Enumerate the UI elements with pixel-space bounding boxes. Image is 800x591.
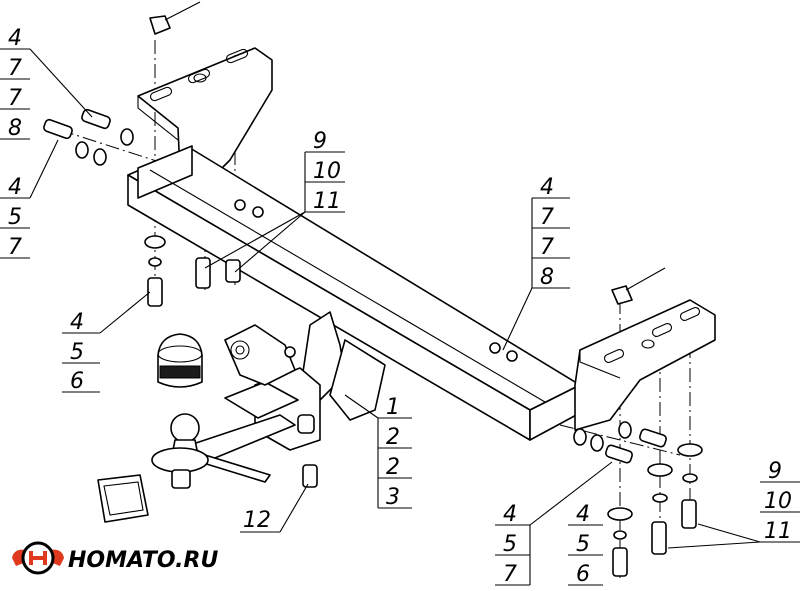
right-wire-clip <box>611 285 633 305</box>
callout-bottom-mid-1: 4 <box>503 502 517 527</box>
receiver-plug <box>97 474 149 523</box>
socket-cover <box>157 333 203 388</box>
callout-left-mid-2: 5 <box>8 205 22 230</box>
callout-left-mid: 4 5 7 <box>0 139 59 260</box>
brand-logo-icon <box>12 541 64 575</box>
right-fasteners <box>302 421 703 577</box>
brand-logo-text: HOMATO.RU <box>68 548 218 573</box>
callout-bottom-right-small-3: 6 <box>576 562 590 587</box>
callout-left-low-2: 5 <box>70 340 84 365</box>
callout-left-top-1: 4 <box>8 26 22 51</box>
callout-center-right: 4 7 7 8 <box>502 175 570 351</box>
left-fasteners <box>43 108 518 362</box>
callout-center-top-3: 11 <box>313 189 341 214</box>
callout-center-right-3: 7 <box>540 235 554 260</box>
callout-left-low-3: 6 <box>70 369 84 394</box>
callout-bottom-right-2: 10 <box>764 489 792 514</box>
callout-center-low-3: 2 <box>386 455 400 480</box>
callout-bottom-right-small-1: 4 <box>576 502 590 527</box>
callout-left-low-1: 4 <box>70 310 84 335</box>
callout-center-top: 9 10 11 <box>204 129 345 273</box>
callout-bottom-right-3: 11 <box>764 519 792 544</box>
callout-bottom-right-small-2: 5 <box>576 532 590 557</box>
callout-bottom-mid-3: 7 <box>503 562 517 587</box>
callout-left-mid-3: 7 <box>8 235 22 260</box>
left-wire-clip <box>149 15 171 35</box>
callout-center-right-2: 7 <box>540 205 554 230</box>
callout-center-top-2: 10 <box>313 159 341 184</box>
callout-left-top-3: 7 <box>8 86 22 111</box>
callout-left-top: 4 7 7 8 <box>0 26 93 141</box>
callout-bottom-right-1: 9 <box>768 459 782 484</box>
callout-center-low: 1 2 2 3 <box>344 394 412 510</box>
callout-left-low: 4 5 6 <box>62 291 151 394</box>
callout-center-low-2: 2 <box>386 425 400 450</box>
callout-center-low-1: 1 <box>386 395 400 420</box>
callout-center-right-1: 4 <box>540 175 554 200</box>
callout-bottom-mid: 4 5 7 <box>495 461 613 587</box>
tow-ball-mount <box>151 413 296 489</box>
left-mounting-bracket <box>137 1 273 186</box>
right-mounting-bracket <box>574 267 716 431</box>
callout-part-12: 12 <box>240 483 309 533</box>
brand-logo: HOMATO.RU <box>12 541 218 575</box>
callout-center-low-4: 3 <box>386 485 400 510</box>
socket-plate <box>224 324 296 386</box>
main-cross-beam <box>127 145 581 441</box>
callout-bottom-right: 9 10 11 <box>667 459 800 549</box>
hitch-receiver <box>224 311 386 451</box>
callout-12-label: 12 <box>243 508 271 533</box>
callout-center-top-1: 9 <box>313 129 327 154</box>
callout-center-right-4: 8 <box>540 265 554 290</box>
callout-bottom-mid-2: 5 <box>503 532 517 557</box>
callout-bottom-right-small: 4 5 6 <box>568 502 603 587</box>
callout-left-top-4: 8 <box>8 116 22 141</box>
callout-left-mid-1: 4 <box>8 175 22 200</box>
callout-left-top-2: 7 <box>8 56 22 81</box>
